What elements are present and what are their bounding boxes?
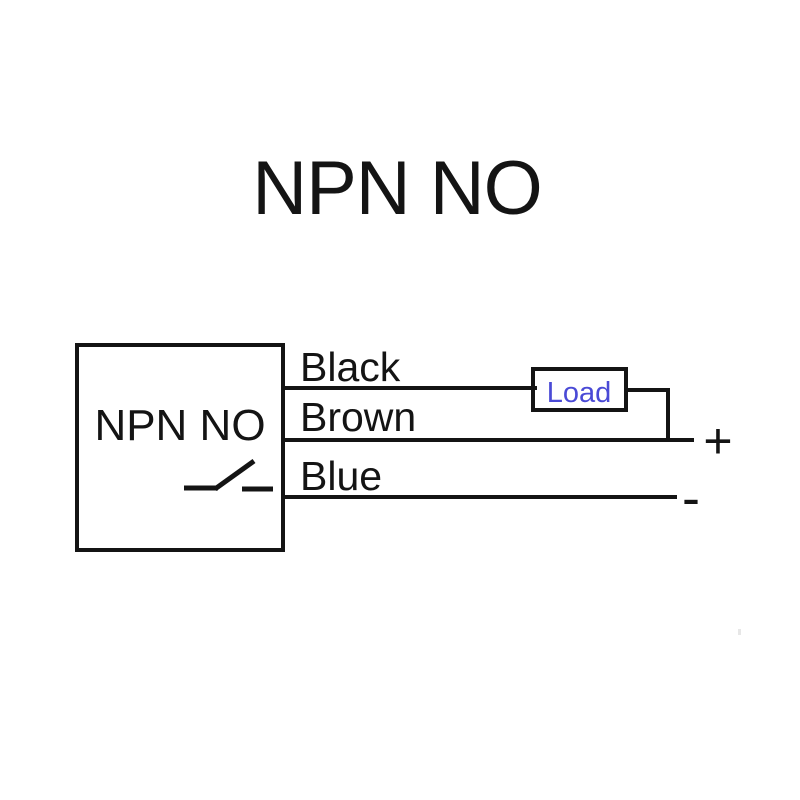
load-box: [531, 367, 628, 412]
black-wire-label: Black: [300, 344, 401, 390]
diagram-title: NPN NO: [252, 146, 542, 231]
positive-terminal-label: +: [703, 413, 732, 469]
brown-wire-label: Brown: [300, 394, 416, 440]
negative-terminal-label: -: [682, 468, 700, 528]
switch-lever-line: [213, 458, 256, 492]
image-artifact-dot: [738, 629, 741, 635]
load-to-positive-wire: [624, 388, 670, 442]
load-label: Load: [547, 377, 612, 409]
no-switch-icon: [184, 458, 273, 492]
blue-wire-label: Blue: [300, 453, 382, 499]
sensor-box: [75, 343, 285, 552]
sensor-box-label: NPN NO: [94, 401, 265, 450]
